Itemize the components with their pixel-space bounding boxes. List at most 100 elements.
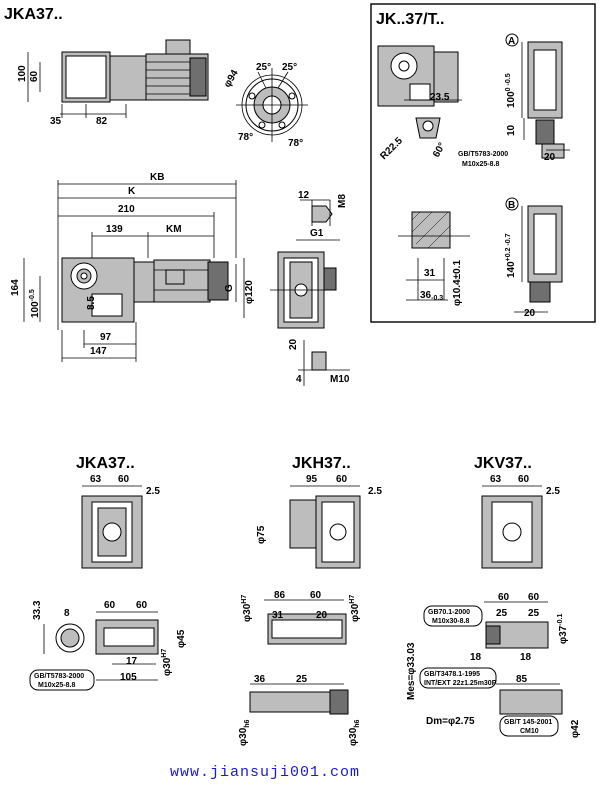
dim-86-h: 86 <box>274 590 286 601</box>
dim-60-v: 60 <box>518 474 530 485</box>
angle-60: 60° <box>431 141 448 160</box>
dim-95-h: 95 <box>306 474 318 485</box>
jkv-note2-2: INT/EXT 22z1.25m30P <box>424 680 497 687</box>
bottom-jka-view: 63 60 2.5 33.3 8 60 60 φ45 17 105 φ30H7 … <box>29 474 187 691</box>
dim-18-v2: 18 <box>520 652 532 663</box>
dim-97: 97 <box>100 332 112 343</box>
title-jkv37: JKV37.. <box>474 455 532 472</box>
dim-kb: KB <box>150 172 164 183</box>
dim-phi30-h-r: φ30H7 <box>349 595 361 622</box>
dim-phi30-h6-r: φ30h6 <box>348 719 361 746</box>
dim-105: 105 <box>120 672 137 683</box>
dim-20-inset-b: 20 <box>524 308 536 319</box>
dim-km: KM <box>166 224 182 235</box>
dim-63-v: 63 <box>490 474 502 485</box>
dim-36-inset: 36-0.3 <box>420 290 443 302</box>
dim-10-inset: 10 <box>506 124 517 136</box>
dim-60-h1: 60 <box>310 590 322 601</box>
dim-phi75: φ75 <box>256 525 267 544</box>
dim-mes: Mes=φ33.03 <box>406 642 417 700</box>
dim-25-h: 25 <box>296 674 308 685</box>
dim-60-a2: 60 <box>136 600 148 611</box>
dim-20-h: 20 <box>316 610 328 621</box>
dim-147: 147 <box>90 346 107 357</box>
dim-m10-side: M10 <box>330 374 350 385</box>
jka-bolt-note-1: GB/T5783-2000 <box>34 673 84 680</box>
dim-139: 139 <box>106 224 123 235</box>
dim-25-v2: 25 <box>528 608 540 619</box>
dim-60-a1: 60 <box>104 600 116 611</box>
dim-100-top: 100 <box>17 65 28 82</box>
dim-60-v2: 60 <box>528 592 540 603</box>
dim-60-top: 60 <box>29 70 40 82</box>
dim-60-h: 60 <box>336 474 348 485</box>
jkv-note1-2: M10x30-8.8 <box>432 618 469 625</box>
dim-phi42: φ42 <box>570 719 581 738</box>
jkv-note1-1: GB70.1-2000 <box>428 609 470 616</box>
angle-25-right: 25° <box>282 62 297 73</box>
dim-33-3: 33.3 <box>32 600 43 620</box>
dim-2-5-h: 2.5 <box>368 486 382 497</box>
jkv-note3-2: CM10 <box>520 728 539 735</box>
dim-31-h: 31 <box>272 610 284 621</box>
detail-label-a: A <box>508 36 515 47</box>
title-inset: JK..37/T.. <box>376 11 444 28</box>
dim-140-inset: 140+0.2 -0.7 <box>505 233 517 278</box>
dim-36-h: 36 <box>254 674 266 685</box>
dim-23-5: 23.5 <box>430 92 450 103</box>
angle-25-left: 25° <box>256 62 271 73</box>
dim-85-v: 85 <box>516 674 528 685</box>
dim-82-top: 82 <box>96 116 108 127</box>
inset-bolt-note-2: M10x25-8.8 <box>462 161 499 168</box>
dim-35-top: 35 <box>50 116 62 127</box>
dim-100-inset: 1000 -0.5 <box>505 73 517 108</box>
angle-78-right: 78° <box>288 138 303 149</box>
dim-60-v1: 60 <box>498 592 510 603</box>
dim-phi30-a: φ30H7 <box>161 649 173 676</box>
dim-20-inset-a: 20 <box>544 152 556 163</box>
inset-bolt-note-1: GB/T5783-2000 <box>458 151 508 158</box>
dim-8-a: 8 <box>64 608 70 619</box>
dim-phi37: φ37-0.1 <box>557 614 569 644</box>
dim-2-5-v: 2.5 <box>546 486 560 497</box>
dim-r22-5: R22.5 <box>378 135 405 162</box>
dim-phi30-h6-l: φ30h6 <box>238 719 251 746</box>
side-view: G1 20 4 M10 <box>270 228 350 386</box>
dim-g: G <box>224 284 235 292</box>
flange-view: 25° 25° φ94 78° 78° <box>222 62 308 149</box>
dim-8-5: 8.5 <box>86 296 97 310</box>
dim-210: 210 <box>118 204 135 215</box>
dim-18-v1: 18 <box>470 652 482 663</box>
title-jka37-bottom: JKA37.. <box>76 455 135 472</box>
dim-phi120: φ120 <box>244 280 255 304</box>
dim-12: 12 <box>298 190 310 201</box>
dim-25-v1: 25 <box>496 608 508 619</box>
dim-2-5-a: 2.5 <box>146 486 160 497</box>
watermark-url: www.jiansuji001.com <box>170 764 360 781</box>
dim-k: K <box>128 186 136 197</box>
dim-g1: G1 <box>310 228 324 239</box>
dim-phi10-4: φ10.4±0.1 <box>452 260 463 306</box>
detail-label-b: B <box>508 200 515 211</box>
dim-phi45: φ45 <box>176 629 187 648</box>
dim-m8: M8 <box>337 194 348 208</box>
bottom-jkh-view: 95 60 2.5 φ75 86 60 31 20 φ30H7 φ30H7 36… <box>238 474 382 746</box>
angle-78-left: 78° <box>238 132 253 143</box>
dim-phi94: φ94 <box>222 68 241 90</box>
dim-20-side: 20 <box>288 338 299 350</box>
dim-60-a: 60 <box>118 474 130 485</box>
jkv-note3-1: GB/T 145-2001 <box>504 719 552 726</box>
dim-phi30-h-l: φ30H7 <box>241 595 253 622</box>
dim-31-inset: 31 <box>424 268 436 279</box>
dim-dm: Dm=φ2.75 <box>426 716 475 727</box>
jka-bolt-note-2: M10x25-8.8 <box>38 682 75 689</box>
key-detail: 12 M8 <box>298 190 348 226</box>
dim-63-a: 63 <box>90 474 102 485</box>
dim-17: 17 <box>126 656 138 667</box>
title-jka37-top: JKA37.. <box>4 6 63 23</box>
jkv-note2-1: GB/T3478.1-1995 <box>424 671 480 678</box>
title-jkh37: JKH37.. <box>292 455 351 472</box>
main-view: KB K 210 139 KM 164 100-0.5 8.5 97 147 G <box>10 172 255 362</box>
